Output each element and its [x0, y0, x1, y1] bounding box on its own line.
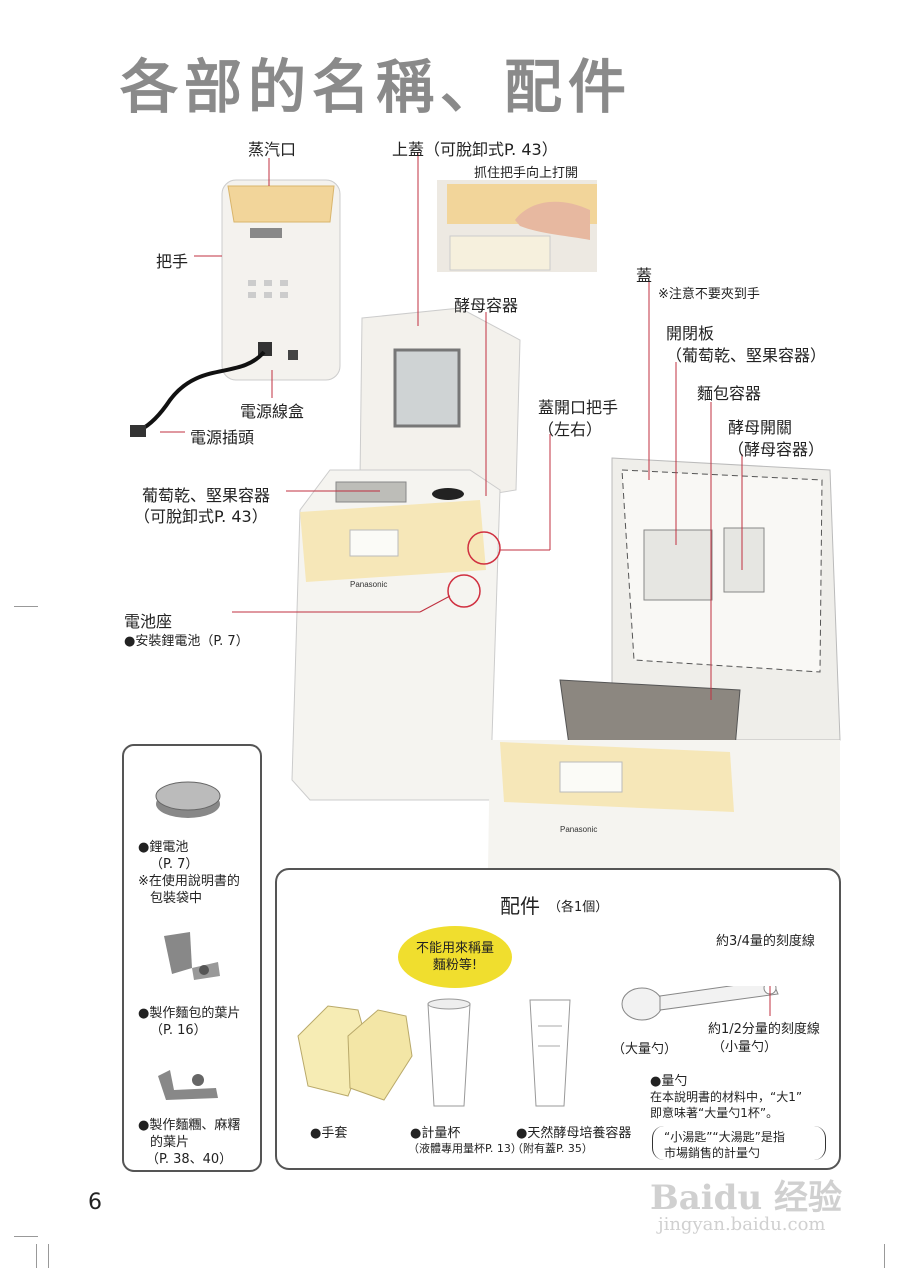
line-12-label: 約1/2分量的刻度線: [708, 1022, 820, 1037]
shutter-sub-label: （葡萄乾、堅果容器）: [666, 346, 827, 365]
gloves-icon: [297, 1005, 413, 1101]
battery-name: ●鋰電池: [138, 840, 189, 855]
watermark-logo: Baidu 经验: [650, 1178, 843, 1218]
crop-mark: [14, 1236, 38, 1237]
crop-mark: [48, 1244, 49, 1268]
page-title: 各部的名稱、配件: [120, 53, 633, 121]
spoon-note-bracket: [652, 1126, 826, 1160]
svg-text:Panasonic: Panasonic: [350, 580, 387, 589]
lid-label: 蓋: [636, 266, 653, 285]
crop-mark: [36, 1244, 37, 1268]
large-spoon-label: （大量勺）: [612, 1042, 678, 1057]
top-lid-label: 上蓋（可脫卸式P. 43）: [392, 140, 558, 159]
steam-vent-label: 蒸汽口: [248, 140, 297, 159]
raisin-container-sub-label: （可脫卸式P. 43）: [134, 507, 268, 526]
warning-bubble-line1: 不能用來稱量: [415, 941, 494, 956]
battery-note-2: 包裝袋中: [150, 891, 203, 906]
bread-pan-label: 麵包容器: [697, 384, 762, 403]
measuring-cup-icon: [427, 998, 471, 1107]
crop-mark: [14, 606, 38, 607]
yeast-switch-sub-label: （酵母容器）: [728, 440, 825, 459]
raisin-container-label: 葡萄乾、堅果容器: [142, 486, 271, 505]
battery-icon: [155, 781, 221, 818]
warning-bubble: [398, 926, 512, 988]
accessory-box: [275, 868, 841, 1170]
handle-label: 把手: [156, 252, 189, 271]
spoon-note-2: 市場銷售的計量勺: [664, 1146, 761, 1160]
battery-note-1: ※在使用說明書的: [138, 874, 240, 889]
dough-blade-icon: [158, 1070, 218, 1100]
line-34-label: 約3/4量的刻度線: [716, 934, 815, 949]
gloves-label: ●手套: [310, 1126, 348, 1141]
dough-blade-name2: 的葉片: [150, 1135, 190, 1150]
measuring-spoon-icon: [621, 986, 779, 1021]
lid-handle-label: 蓋開口把手: [538, 398, 619, 417]
crop-mark: [884, 1244, 885, 1268]
small-spoon-label: （小量勺）: [712, 1040, 778, 1055]
left-accessory-box: [122, 744, 262, 1172]
plug-label: 電源插頭: [190, 428, 255, 447]
lid-handle-sub-label: （左右）: [538, 420, 603, 439]
accessory-heading-sub: （各1個）: [548, 900, 609, 915]
battery-holder-label: 電池座: [124, 612, 173, 631]
dough-blade-name: ●製作麵糰、麻糬: [138, 1118, 241, 1133]
machine-rear-view: [130, 179, 341, 437]
yeast-cup-label: ●天然酵母培養容器: [516, 1126, 632, 1141]
machine-main: Panasonic: [291, 307, 521, 801]
svg-text:Panasonic: Panasonic: [560, 825, 597, 834]
yeast-switch-label: 酵母開關: [728, 418, 793, 437]
page-number: 6: [88, 1190, 102, 1215]
accessory-heading: 配件: [500, 894, 540, 918]
shutter-label: 開閉板: [666, 324, 715, 343]
warning-bubble-line2: 麵粉等!: [432, 958, 478, 973]
power-box-label: 電源線盒: [240, 402, 305, 421]
battery-note: ●安裝鋰電池（P. 7）: [124, 634, 249, 649]
watermark-url: jingyan.baidu.com: [658, 1214, 826, 1235]
cup-label: ●計量杯: [410, 1126, 461, 1141]
spoon-desc-1: 在本說明書的材料中，“大1”: [650, 1090, 803, 1104]
cup-sub-label: （液體專用量杯P. 13）: [408, 1142, 522, 1155]
lid-open-note: 抓住把手向上打開: [474, 166, 579, 181]
lid-caution-note: ※注意不要夾到手: [658, 287, 760, 302]
dough-blade-ref: （P. 38、40）: [146, 1152, 233, 1167]
spoon-desc-2: 即意味著“大量勺1杯”。: [650, 1106, 779, 1120]
machine-open: Panasonic: [488, 457, 841, 870]
bread-blade-name: ●製作麵包的葉片: [138, 1006, 241, 1021]
spoon-note-1: “小湯匙”“大湯匙”是指: [664, 1130, 785, 1144]
leader-lines: [160, 152, 743, 700]
bread-blade-ref: （P. 16）: [150, 1023, 207, 1038]
battery-ref: （P. 7）: [150, 857, 199, 872]
spoon-label: ●量勺: [650, 1074, 688, 1089]
yeast-cup-sub-label: （附有蓋P. 35）: [512, 1142, 593, 1155]
lid-photo: [437, 180, 597, 272]
accessory-illustrations: [297, 986, 779, 1107]
yeast-container-label: 酵母容器: [454, 296, 519, 315]
yeast-cup-icon: [529, 999, 571, 1107]
bread-blade-icon: [164, 932, 220, 980]
